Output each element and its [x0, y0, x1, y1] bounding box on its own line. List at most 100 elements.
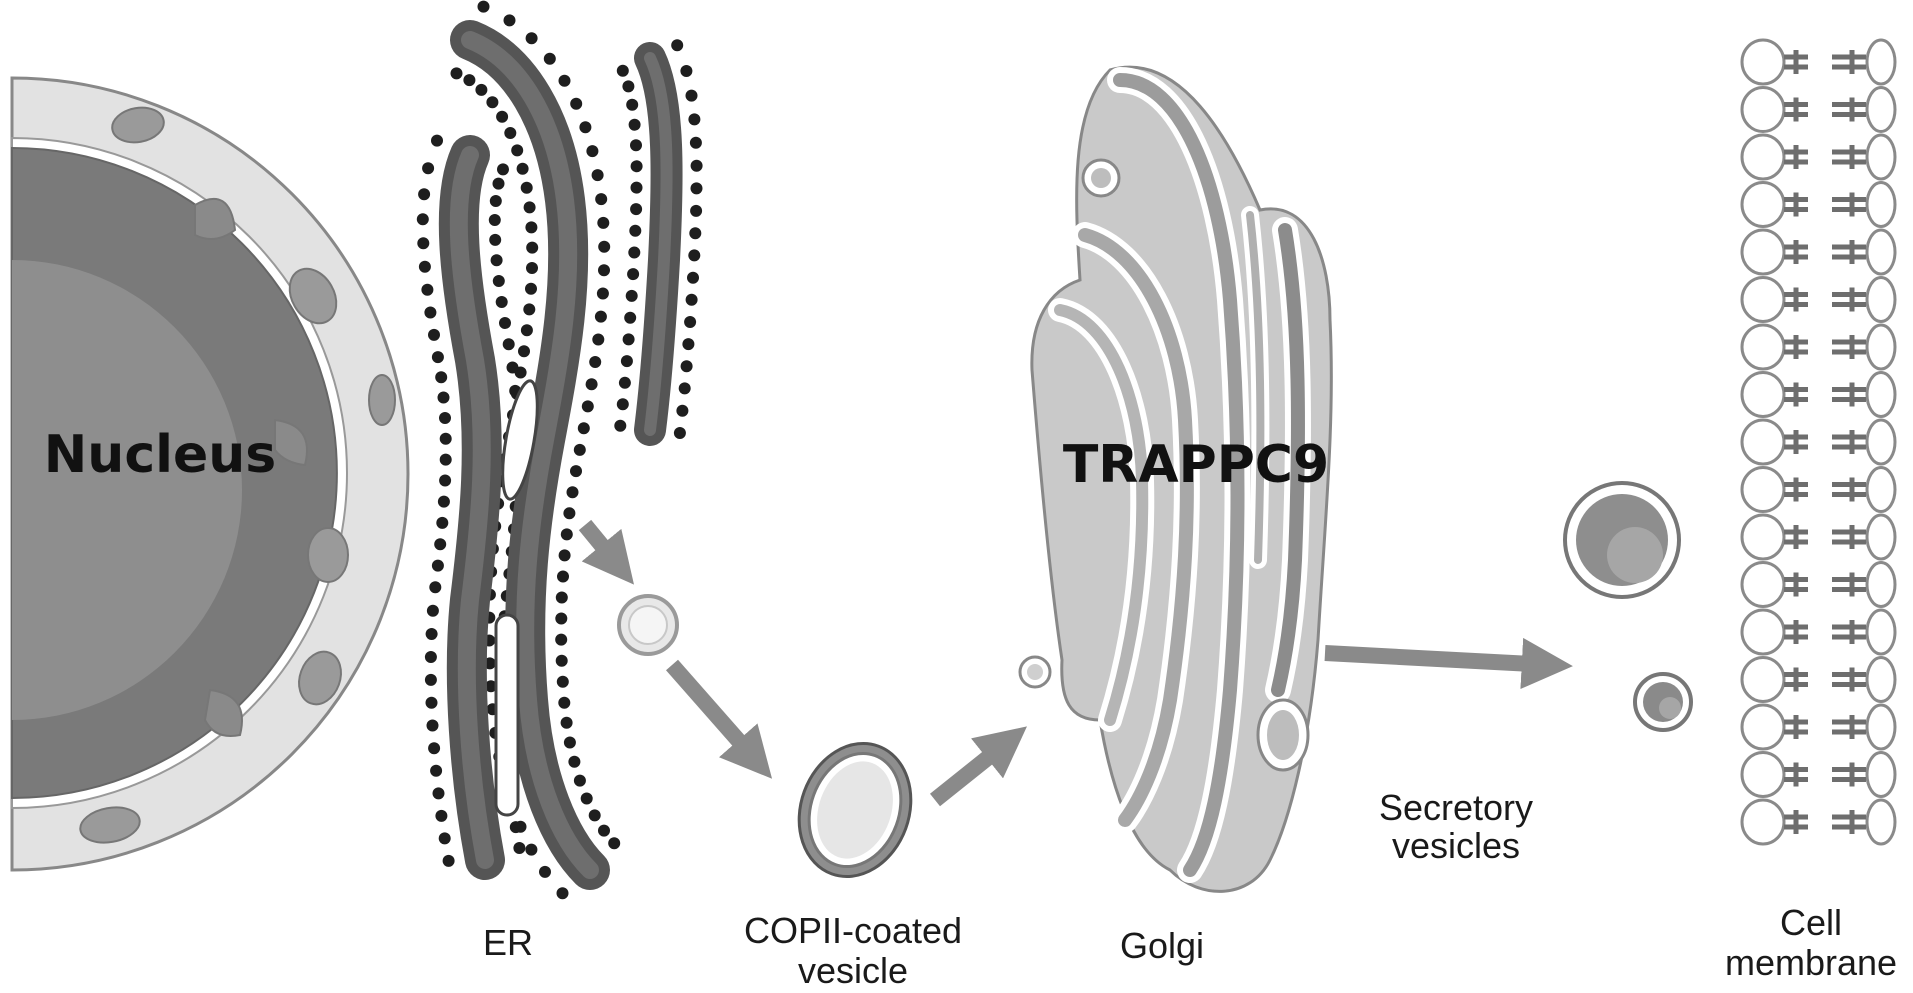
ribosome-dot: [439, 412, 451, 424]
ribosome-dot: [596, 287, 609, 300]
lipid-pair: [1740, 228, 1897, 276]
envelope-holes: [79, 106, 396, 844]
ribosome-dot: [418, 188, 431, 201]
ribosome-dot: [424, 673, 437, 686]
ribosome-dot: [630, 181, 643, 194]
lipid-pair: [1740, 418, 1897, 466]
ribosome-dot: [475, 83, 488, 96]
ribosome-dot: [428, 328, 440, 341]
ribosome-dot: [496, 110, 509, 123]
ribosome-dot: [432, 787, 445, 800]
copii-label-line1: COPII-coated: [744, 910, 962, 951]
ribosome-dot: [690, 182, 703, 195]
lipid-pair: [1740, 798, 1897, 846]
ribosome-dot: [421, 283, 434, 296]
golgi-cisternae: [1048, 67, 1311, 883]
ribosome-dot: [628, 246, 641, 259]
ribosome-dot: [525, 282, 537, 295]
membrane-label-line1: Cell: [1780, 902, 1842, 943]
ribosome-dot: [437, 495, 450, 508]
ribosome-dot: [563, 736, 576, 749]
ribosome-dot: [436, 516, 449, 529]
ribosome-dot: [680, 360, 693, 373]
ribosome-dot: [595, 193, 608, 206]
ribosome-dot: [492, 275, 505, 287]
er-label: ER: [483, 922, 533, 963]
ribosome-dot: [597, 216, 610, 229]
ribosome-dot: [616, 64, 629, 77]
ribosome-dot: [566, 486, 579, 499]
ribosome-dot: [630, 160, 643, 173]
ribosome-dot: [555, 591, 568, 604]
secretory-label-line1: Secretory: [1379, 787, 1533, 828]
ribosome-dot: [431, 351, 444, 364]
arrow-vesicle-to-copii: [665, 659, 773, 779]
ribosome-dot: [484, 680, 497, 693]
ribosome-dot: [579, 121, 592, 134]
golgi-label: Golgi: [1120, 925, 1204, 966]
ribosome-dot: [488, 214, 501, 226]
ribosome-dot: [628, 118, 641, 131]
ribosome-dot: [435, 809, 448, 822]
ribosome-dot: [511, 144, 524, 157]
ribosome-dot: [618, 376, 631, 389]
nucleus: Nucleus: [10, 76, 410, 872]
arrow-copii-to-golgi: [930, 726, 1027, 807]
ribosome-dot: [680, 65, 693, 77]
arrow-golgi-to-secretory: [1324, 637, 1573, 690]
ribosome-dot: [539, 865, 551, 878]
ribosome-dot: [477, 0, 490, 13]
ribosome-dot: [556, 675, 569, 688]
ribosome-dot: [513, 842, 526, 854]
ribosome-dot: [418, 260, 431, 273]
er-fenestrations: [494, 379, 539, 817]
ribosome-dot: [558, 549, 571, 562]
ribosome-dot: [570, 97, 583, 110]
ribosome-dot: [592, 333, 605, 346]
ribosome-dot: [586, 145, 599, 158]
lipid-pair: [1740, 276, 1897, 323]
ribosome-dot: [598, 240, 611, 253]
ribosome-dot: [543, 52, 556, 65]
ribosome-dot: [520, 324, 533, 337]
golgi-small-vesicles: [1018, 158, 1310, 772]
ribosome-dot: [509, 821, 522, 834]
ribosome-dot: [558, 74, 571, 87]
ribosome-dot: [673, 427, 686, 439]
ribosome-dot: [523, 303, 536, 316]
ribosome-dot: [425, 628, 438, 640]
ribosome-dot: [560, 528, 573, 541]
copii-label-line2: vesicle: [798, 950, 908, 991]
ribosome-dot: [504, 127, 517, 139]
ribosome-dot: [526, 241, 539, 254]
trappc9-label: TRAPPC9: [1063, 435, 1329, 495]
transport-arrows: [578, 519, 1573, 807]
ribosome-dot: [489, 233, 502, 246]
golgi-apparatus: TRAPPC9 Golgi: [1018, 65, 1333, 966]
ribosome-dot: [589, 356, 602, 368]
lipid-pair: [1740, 608, 1897, 656]
ribosome-dot: [685, 293, 698, 306]
ribosome-dot: [594, 310, 607, 323]
ribosome-dot: [684, 316, 697, 328]
nucleus-label: Nucleus: [44, 425, 276, 485]
ribosome-dot: [490, 254, 503, 267]
ribosome-dot: [573, 443, 586, 456]
ribosome-dot: [502, 338, 515, 351]
ribosome-dot: [525, 221, 538, 234]
ribosome-dot: [558, 696, 571, 709]
ribosome-dot: [585, 378, 598, 391]
ribosome-dot: [437, 391, 450, 404]
lipid-pair: [1740, 38, 1897, 86]
ribosome-dot: [685, 89, 698, 102]
ribosome-dot: [426, 719, 439, 732]
ribosome-dot: [431, 559, 444, 572]
ribosome-dot: [492, 177, 505, 190]
ribosome-dot: [690, 159, 703, 172]
ribosome-dot: [489, 195, 502, 207]
ribosome-dot: [678, 382, 691, 395]
ribosome-dot: [573, 774, 586, 787]
ribosome-dot: [497, 163, 509, 176]
lipid-pair: [1740, 181, 1897, 228]
